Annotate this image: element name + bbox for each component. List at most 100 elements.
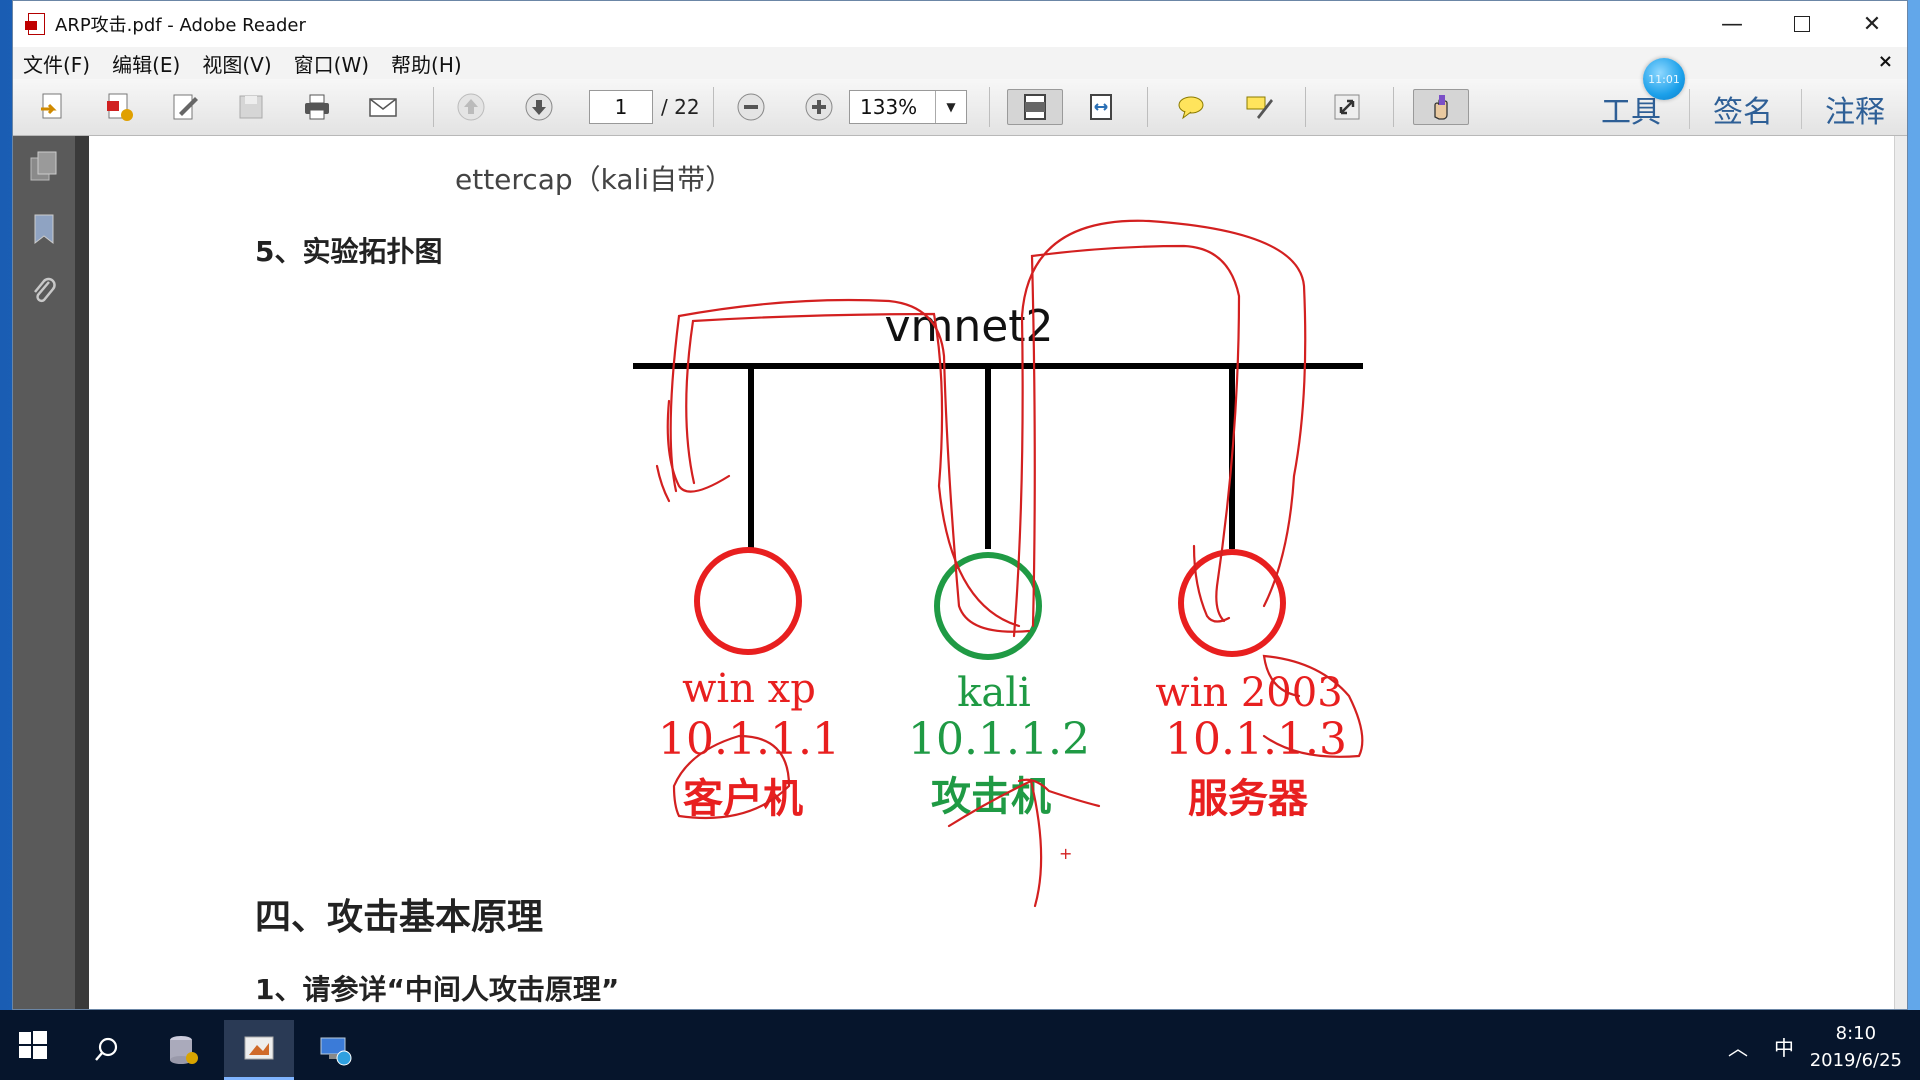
network-app-icon xyxy=(320,1037,352,1066)
create-pdf-icon xyxy=(41,93,62,119)
save-icon xyxy=(239,95,263,119)
taskbar-app-network[interactable] xyxy=(300,1020,370,1080)
arrow-up-icon xyxy=(457,93,485,121)
chevron-down-icon[interactable]: ▼ xyxy=(935,91,966,123)
edit-document-button[interactable] xyxy=(167,89,203,125)
maximize-icon xyxy=(1794,16,1810,32)
node-name-kali: kali xyxy=(957,670,1031,716)
window-title: ARP攻击.pdf - Adobe Reader xyxy=(55,15,306,36)
navigation-pane xyxy=(13,136,75,1009)
taskbar-app-reader[interactable] xyxy=(224,1020,294,1080)
previous-page-button[interactable] xyxy=(453,89,489,125)
close-button[interactable]: ✕ xyxy=(1837,1,1907,47)
sign-tab[interactable]: 签名 xyxy=(1713,95,1773,130)
attachment-icon[interactable] xyxy=(29,274,59,308)
next-page-button[interactable] xyxy=(521,89,557,125)
print-button[interactable] xyxy=(299,89,335,125)
taskbar-app-database[interactable] xyxy=(148,1020,218,1080)
page-number-input[interactable]: 1 xyxy=(589,90,653,124)
toolbar: 1 / 22 133% ▼ xyxy=(13,79,1907,136)
fit-width-icon xyxy=(1090,94,1112,120)
zoom-in-button[interactable] xyxy=(801,89,837,125)
fit-width-button[interactable] xyxy=(1083,89,1119,125)
drop-line-winxp xyxy=(748,369,754,549)
save-button[interactable] xyxy=(233,89,269,125)
export-pdf-icon xyxy=(107,93,133,121)
tools-tab[interactable]: 工具 xyxy=(1601,95,1661,130)
plus-circle-icon xyxy=(805,93,833,121)
node-circle-kali xyxy=(934,552,1042,660)
fit-page-button[interactable] xyxy=(1007,89,1063,125)
arrow-down-icon xyxy=(525,93,553,121)
menu-help[interactable]: 帮助(H) xyxy=(391,52,462,77)
printer-icon xyxy=(305,94,329,120)
taskbar: ︿ 中 8:10 2019/6/25 xyxy=(0,1010,1920,1080)
menu-view[interactable]: 视图(V) xyxy=(202,52,272,77)
mouse-cursor-crosshair: + xyxy=(1059,844,1072,863)
node-circle-win2003 xyxy=(1178,549,1286,657)
comment-button[interactable] xyxy=(1173,89,1209,125)
create-pdf-button[interactable] xyxy=(35,89,71,125)
database-app-icon xyxy=(170,1036,198,1064)
tray-chevron-up-icon[interactable]: ︿ xyxy=(1728,1036,1748,1060)
comment-tab[interactable]: 注释 xyxy=(1825,95,1885,130)
clock-time: 8:10 xyxy=(1835,1023,1877,1044)
search-icon xyxy=(95,1037,118,1061)
minimize-button[interactable]: — xyxy=(1697,1,1767,47)
highlight-button[interactable] xyxy=(1241,89,1277,125)
clock[interactable]: 8:10 2019/6/25 xyxy=(1810,1020,1902,1074)
full-screen-button[interactable] xyxy=(1329,89,1365,125)
page-total: / 22 xyxy=(661,95,700,119)
minimize-icon: — xyxy=(1721,11,1743,37)
topology-diagram: vmnet2 win xp 10.1.1.1 客户机 kali 10.1.1.2… xyxy=(633,219,1364,908)
topology-heading: 5、实验拓扑图 xyxy=(255,235,443,268)
pages-thumbnail-icon[interactable] xyxy=(29,150,59,184)
zoom-value: 133% xyxy=(860,95,918,119)
email-button[interactable] xyxy=(365,89,401,125)
zoom-select[interactable]: 133% ▼ xyxy=(849,90,967,124)
hand-icon xyxy=(1434,95,1448,120)
windows-start-icon[interactable] xyxy=(18,1030,48,1060)
network-label: vmnet2 xyxy=(884,301,1053,352)
clock-date: 2019/6/25 xyxy=(1809,1050,1902,1071)
menu-file[interactable]: 文件(F) xyxy=(23,52,91,77)
envelope-icon xyxy=(369,98,397,117)
minus-circle-icon xyxy=(737,93,765,121)
edit-document-icon xyxy=(173,94,198,120)
pdf-file-icon xyxy=(25,12,47,36)
node-ip-win2003: 10.1.1.3 xyxy=(1165,714,1347,765)
mitm-reference-line: 1、请参详“中间人攻击原理” xyxy=(255,973,620,1006)
reader-app-icon xyxy=(244,1036,274,1059)
node-ip-kali: 10.1.1.2 xyxy=(908,714,1090,765)
highlighter-icon xyxy=(1246,96,1273,119)
ime-indicator[interactable]: 中 xyxy=(1774,1036,1794,1060)
node-circle-winxp xyxy=(694,547,802,655)
menu-close-document-icon[interactable]: × xyxy=(1877,51,1893,72)
fit-page-icon xyxy=(1024,94,1046,120)
node-name-winxp: win xp xyxy=(682,666,816,712)
floating-timer-badge[interactable]: 11:01 xyxy=(1643,58,1685,100)
pane-splitter[interactable] xyxy=(75,136,89,1009)
vertical-scrollbar[interactable] xyxy=(1894,136,1907,1009)
title-bar[interactable]: ARP攻击.pdf - Adobe Reader — ✕ xyxy=(13,1,1907,47)
maximize-button[interactable] xyxy=(1767,1,1837,47)
node-role-win2003: 服务器 xyxy=(1188,776,1309,822)
bookmark-icon[interactable] xyxy=(29,212,59,246)
menu-window[interactable]: 窗口(W) xyxy=(293,52,370,77)
network-bus-line xyxy=(633,363,1363,369)
document-page: ettercap（kali自带） 5、实验拓扑图 vmnet2 win xp 1… xyxy=(89,136,1895,1009)
node-ip-winxp: 10.1.1.1 xyxy=(658,714,840,765)
ettercap-line: ettercap（kali自带） xyxy=(455,163,734,196)
menu-edit[interactable]: 编辑(E) xyxy=(112,52,181,77)
export-pdf-button[interactable] xyxy=(101,89,137,125)
adobe-reader-window: ARP攻击.pdf - Adobe Reader — ✕ 文件(F) 编辑(E)… xyxy=(12,0,1908,1010)
expand-icon xyxy=(1334,94,1360,120)
zoom-out-button[interactable] xyxy=(733,89,769,125)
node-name-win2003: win 2003 xyxy=(1155,670,1342,716)
close-icon: ✕ xyxy=(1862,11,1882,37)
menu-bar: 文件(F) 编辑(E) 视图(V) 窗口(W) 帮助(H) × xyxy=(13,47,1907,80)
search-button[interactable] xyxy=(72,1020,142,1080)
freehand-annotations xyxy=(655,219,1364,908)
speech-bubble-icon xyxy=(1178,96,1204,120)
hand-tool-button[interactable] xyxy=(1413,89,1469,125)
